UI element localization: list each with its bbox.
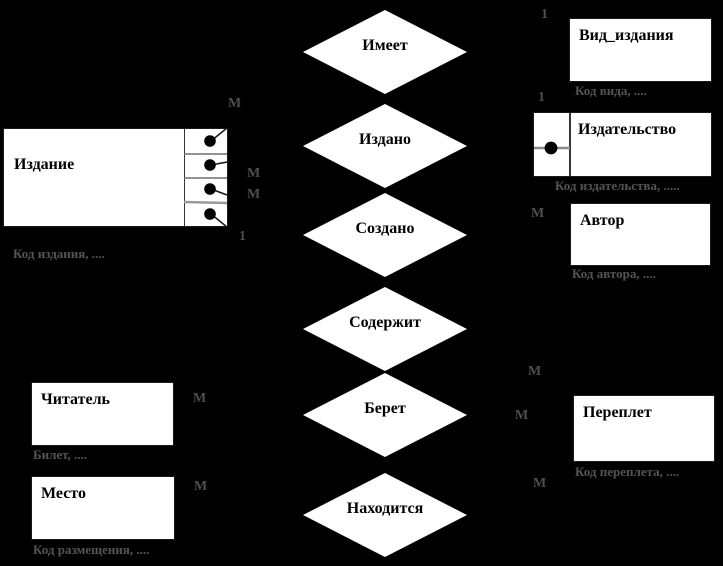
relationship-izdano: Издано xyxy=(303,104,467,188)
attribute-caption-mesto: Код размещения, .... xyxy=(33,542,150,557)
relationship-beret: Берет xyxy=(303,373,467,457)
entity-label: Место xyxy=(41,485,86,502)
cardinality-label: 1 xyxy=(538,90,545,105)
relationship-imeet: Имеет xyxy=(303,10,467,94)
port-dot xyxy=(204,208,216,220)
cardinality-label: М xyxy=(228,96,242,111)
entity-label: Издательство xyxy=(578,121,677,138)
attribute-caption-izdat: Код издательства, ..... xyxy=(555,178,680,193)
entity-label: Читатель xyxy=(41,391,110,408)
cardinality-label: М xyxy=(247,187,261,202)
relationship-label: Имеет xyxy=(362,37,408,54)
entity-chitatel: Читатель xyxy=(31,382,174,446)
entity-avtor: Автор xyxy=(570,203,711,266)
port-dot xyxy=(204,135,216,147)
entity-label: Автор xyxy=(580,212,625,229)
port-dot xyxy=(204,159,216,171)
entity-pereplet: Переплет xyxy=(573,395,715,462)
relationship-label: Содержит xyxy=(349,314,421,331)
cardinality-label: 1 xyxy=(239,229,246,244)
relationship-soderzhit: Содержит xyxy=(303,287,467,371)
relationship-nakhoditsya: Находится xyxy=(303,473,467,557)
relationship-label: Издано xyxy=(359,131,411,148)
connector-port-izdatelstvo xyxy=(534,113,571,176)
connector-ports-izdanie xyxy=(184,129,227,226)
entity-mesto: Место xyxy=(31,476,175,540)
cardinality-label: М xyxy=(247,166,261,181)
entity-label: Вид_издания xyxy=(579,27,674,44)
entity-izdatelstvo: Издательство xyxy=(533,112,712,177)
cardinality-label: 1 xyxy=(541,7,548,22)
cardinality-label: М xyxy=(194,479,208,494)
attribute-caption-pereplet: Код переплета, .... xyxy=(575,464,680,479)
entity-vid-izdaniya: Вид_издания xyxy=(569,18,712,82)
port-dot xyxy=(544,141,558,155)
entity-label: Издание xyxy=(14,156,75,173)
relationship-label: Находится xyxy=(346,500,424,517)
attribute-caption-izdanie: Код издания, .... xyxy=(13,246,105,261)
cardinality-label: М xyxy=(528,364,542,379)
cardinality-label: М xyxy=(193,391,207,406)
attribute-caption-vid: Код вида, .... xyxy=(575,83,647,98)
cardinality-label: М xyxy=(531,206,545,221)
cardinality-label: М xyxy=(533,476,547,491)
entity-label: Переплет xyxy=(583,404,652,421)
entity-izdanie: Издание xyxy=(3,128,228,227)
cardinality-label: М xyxy=(515,408,529,423)
relationship-label: Создано xyxy=(355,220,415,237)
relationship-label: Берет xyxy=(364,400,406,417)
port-dot xyxy=(204,183,216,195)
attribute-caption-chitatel: Билет, .... xyxy=(33,447,88,462)
attribute-caption-avtor: Код автора, .... xyxy=(572,266,656,281)
relationship-sozdano: Создано xyxy=(303,193,467,277)
